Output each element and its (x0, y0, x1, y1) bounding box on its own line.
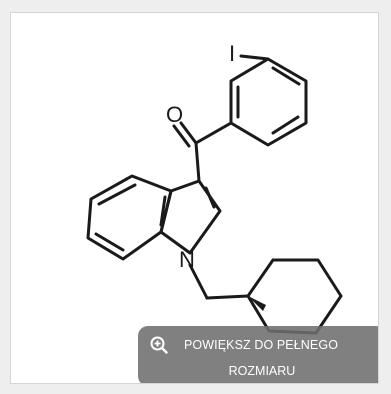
zoom-button-label-line1: POWIĘKSZ DO PEŁNEGO (184, 338, 339, 352)
zoom-in-icon (150, 336, 168, 354)
oxygen-atom-label: O (166, 102, 183, 127)
product-image-frame: I O N POWIĘKSZ DO PEŁNEGO ROZMIARU (10, 12, 379, 384)
zoom-full-size-button[interactable]: POWIĘKSZ DO PEŁNEGO ROZMIARU (138, 326, 378, 383)
nitrogen-atom-label: N (179, 247, 195, 272)
zoom-button-label-line2: ROZMIARU (228, 364, 296, 378)
pyrrole-ring (159, 179, 222, 255)
iodine-atom-label: I (229, 41, 235, 66)
indole-benzene-ring (86, 174, 173, 261)
phenyl-ring (229, 57, 308, 147)
